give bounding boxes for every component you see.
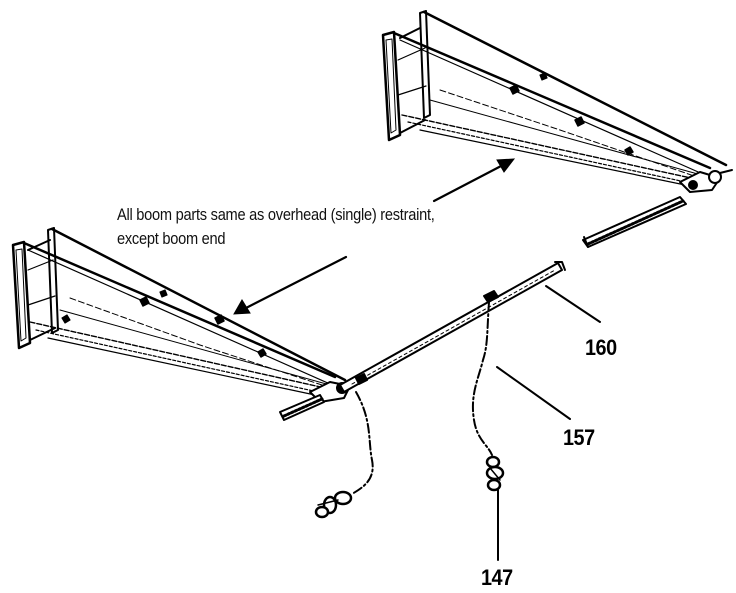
annotation-line-2: except boom end (117, 229, 226, 248)
annotation-note: All boom parts same as overhead (single)… (117, 203, 521, 251)
left-snap-hook (314, 490, 353, 519)
arrowhead-icon (233, 299, 251, 315)
tether-assemblies (314, 301, 505, 519)
leader-160 (545, 285, 601, 323)
leader-157 (496, 366, 571, 420)
right-snap-hook (485, 455, 505, 492)
callout-147: 147 (481, 565, 513, 590)
callout-157: 157 (563, 425, 595, 450)
arrow-to-lower-boom (244, 255, 348, 310)
leader-lines (233, 158, 601, 561)
annotation-line-1: All boom parts same as overhead (single)… (117, 205, 435, 224)
arrow-to-overhead-boom (432, 163, 505, 203)
overhead-boom-assembly (381, 10, 733, 248)
lower-boom-assembly (11, 227, 566, 421)
callout-160: 160 (585, 335, 617, 360)
arrowhead-icon (496, 158, 516, 173)
